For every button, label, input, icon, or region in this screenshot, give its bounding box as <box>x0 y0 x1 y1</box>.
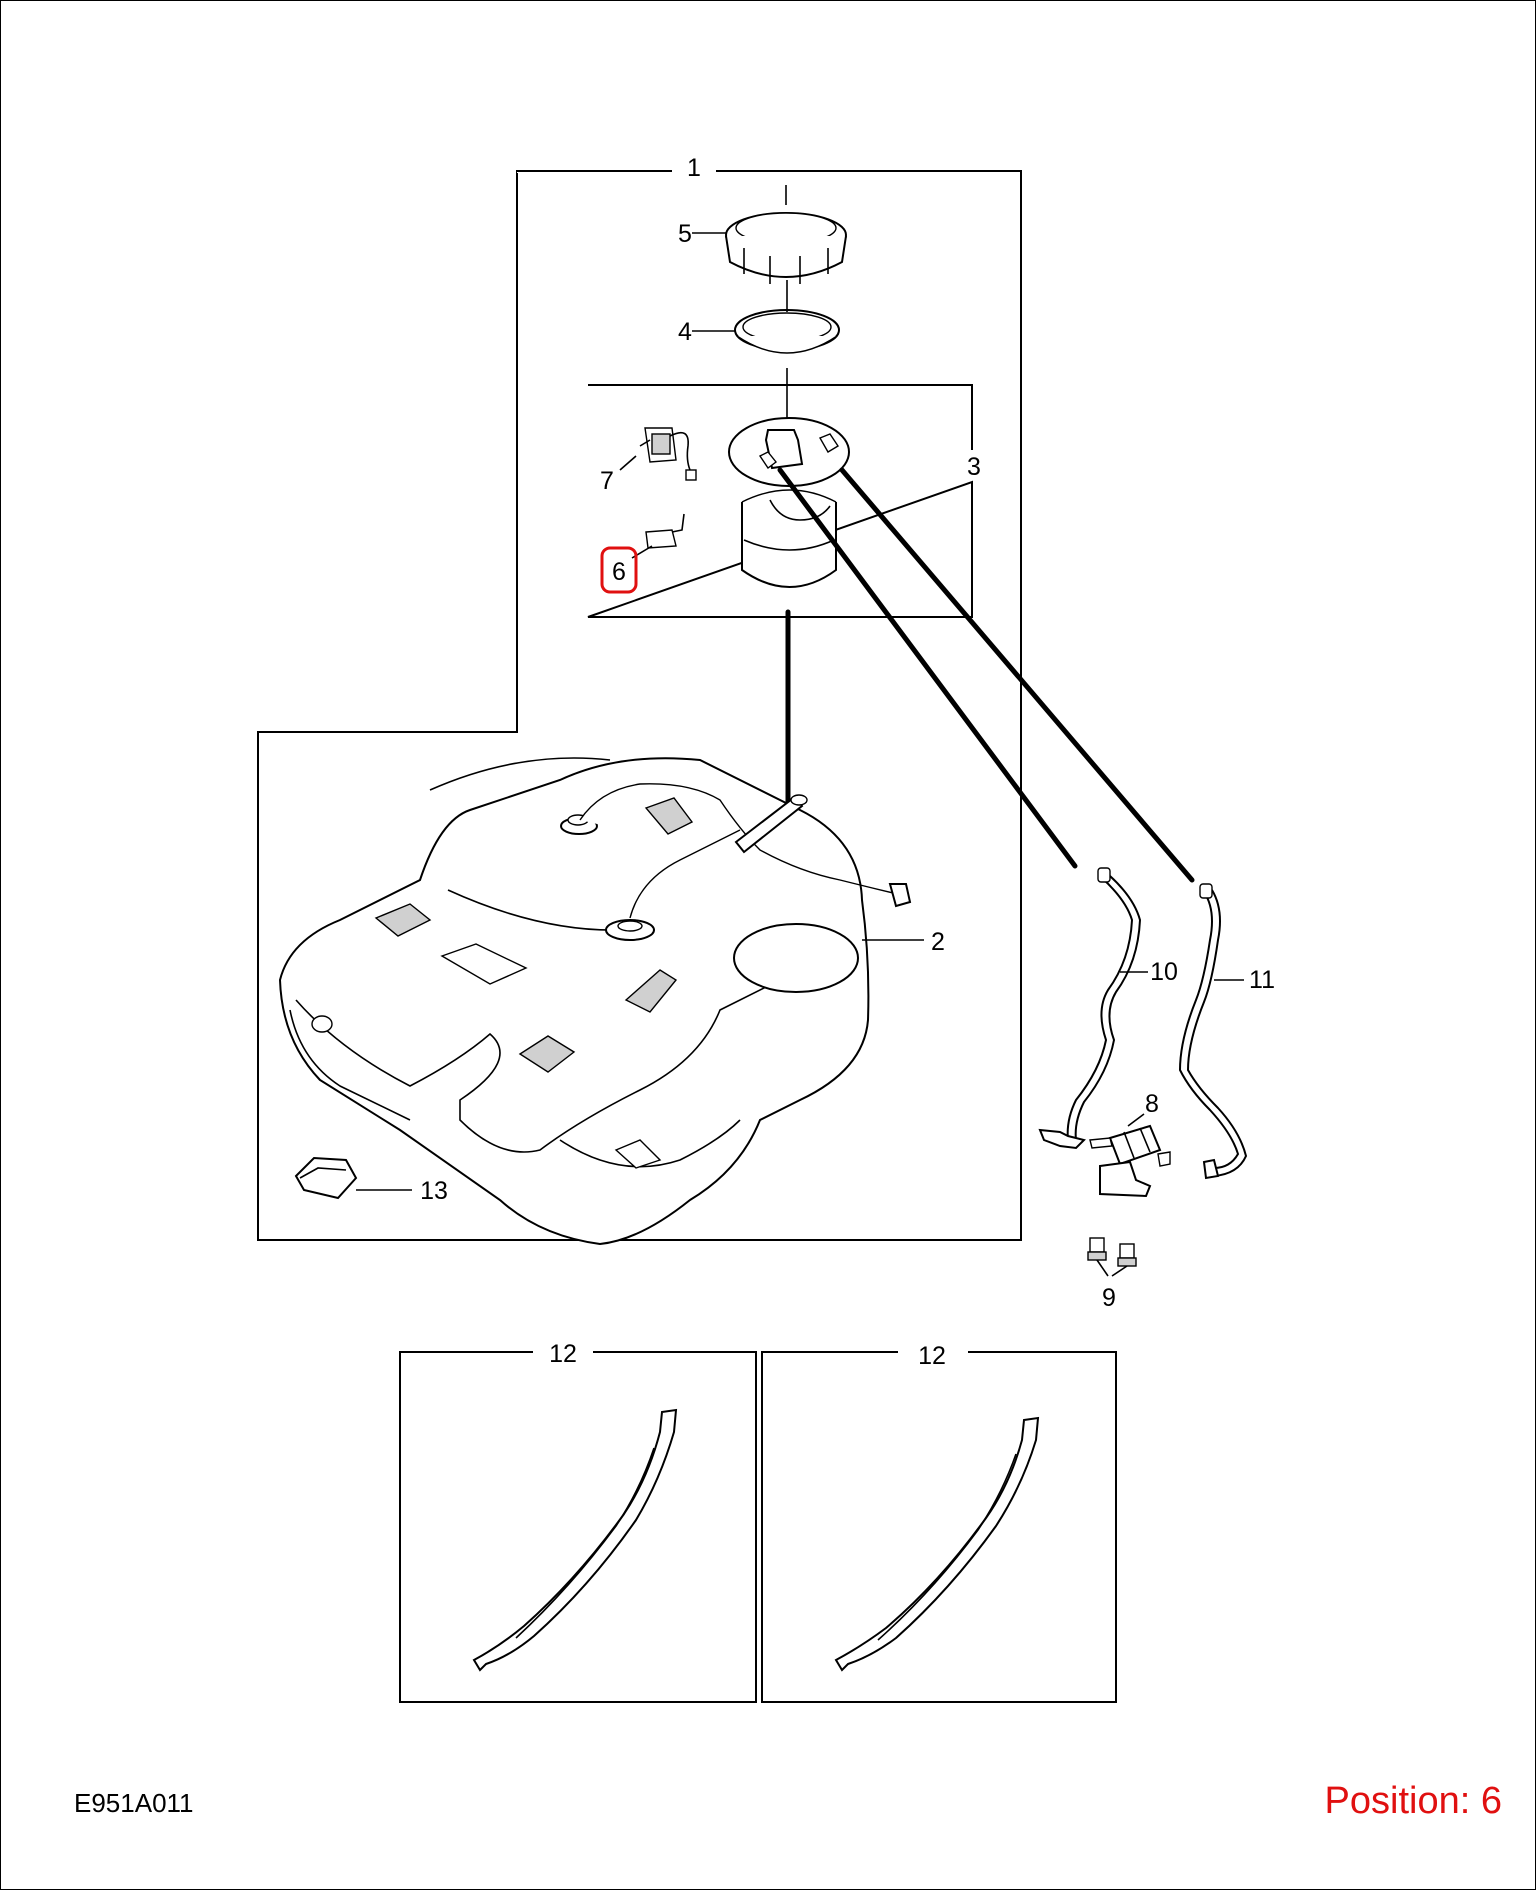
strap-box-left <box>399 1351 757 1703</box>
fuel-hose-part-10[interactable] <box>1038 867 1142 1150</box>
tank-strap-part-12-left[interactable] <box>472 1408 678 1672</box>
fuel-line-part-11[interactable] <box>1178 883 1248 1180</box>
callout-9[interactable]: 9 <box>1102 1284 1116 1312</box>
callout-6[interactable]: 6 <box>612 558 626 586</box>
strap-box-right <box>761 1351 1117 1703</box>
callout-12-right[interactable]: 12 <box>918 1342 946 1370</box>
position-label: Position: 6 <box>1324 1780 1502 1822</box>
sensor-float-part-6[interactable] <box>645 513 685 549</box>
leader-pump-to-hose-10 <box>777 467 1078 869</box>
callout-11[interactable]: 11 <box>1249 966 1275 994</box>
assembly-1-outline <box>257 170 1022 1241</box>
nuts-part-9[interactable] <box>1087 1237 1137 1267</box>
callout-13[interactable]: 13 <box>420 1177 448 1205</box>
seal-ring-part-4[interactable] <box>734 309 840 354</box>
highlight-box <box>600 546 638 594</box>
callout-10[interactable]: 10 <box>1150 958 1178 986</box>
fuel-filter-part-8[interactable] <box>1089 1124 1171 1198</box>
callout-4[interactable]: 4 <box>678 318 692 346</box>
fuel-pump-module-part-3[interactable] <box>728 417 850 588</box>
callout-5[interactable]: 5 <box>678 220 692 248</box>
drawing-code: E951A011 <box>74 1788 194 1818</box>
tank-strap-part-12-right[interactable] <box>834 1416 1040 1672</box>
callout-1[interactable]: 1 <box>687 154 701 182</box>
callout-7[interactable]: 7 <box>600 467 614 495</box>
fuel-level-sender-part-7[interactable] <box>639 427 697 481</box>
callout-3[interactable]: 3 <box>967 453 981 481</box>
lock-ring-part-5[interactable] <box>725 185 847 284</box>
callout-2[interactable]: 2 <box>931 928 945 956</box>
callout-12-left[interactable]: 12 <box>549 1340 577 1368</box>
leader-pump-to-hose-11 <box>839 467 1195 883</box>
fuel-tank-part-2[interactable] <box>278 757 912 1246</box>
tank-pad-part-13[interactable] <box>294 1156 358 1200</box>
callout-8[interactable]: 8 <box>1145 1090 1159 1118</box>
